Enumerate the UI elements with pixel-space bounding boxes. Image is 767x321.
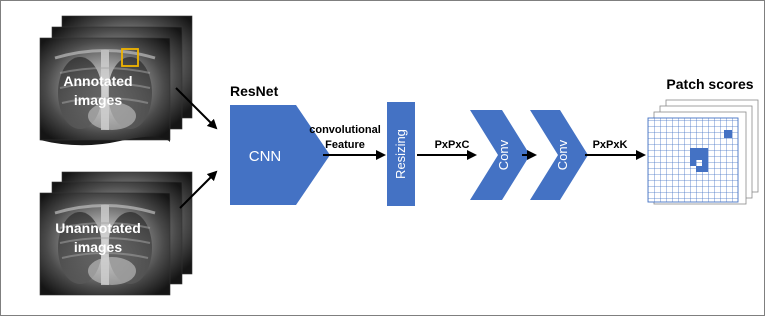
annotated-image-stack: Annotated images <box>38 14 194 146</box>
unannotated-label-line1: Unannotated <box>55 220 141 236</box>
highlight-patch <box>696 148 702 154</box>
unannotated-label-line2: images <box>74 239 122 255</box>
chest-xray-image <box>38 36 172 146</box>
highlight-patch <box>702 166 708 172</box>
chest-xray-image <box>38 191 172 297</box>
arrow-annotated-to-cnn <box>175 87 218 130</box>
resizing-block <box>387 102 415 206</box>
backbone-title: ResNet <box>230 83 279 99</box>
highlight-patch <box>696 154 702 160</box>
annotation-box <box>121 48 139 67</box>
conv-label-2: Conv <box>555 139 570 170</box>
shape-label-pxpxc: PxPxC <box>435 139 470 151</box>
grid-layer-front <box>647 117 739 203</box>
highlight-patch <box>690 160 696 166</box>
feature-label-line2: Feature <box>325 139 365 151</box>
resizing-label: Resizing <box>393 129 408 179</box>
patch-score-grid <box>647 99 759 205</box>
highlight-patch <box>702 154 708 160</box>
conv-label-1: Conv <box>496 139 511 170</box>
cnn-block <box>230 105 330 205</box>
unannotated-image-stack: Unannotated images <box>38 170 194 297</box>
highlight-patch <box>690 154 696 160</box>
feature-label-line1: convolutional <box>309 124 381 136</box>
highlight-patch <box>724 130 732 138</box>
arrow-unannotated-to-cnn <box>179 170 218 209</box>
highlight-patch <box>696 166 702 172</box>
annotated-label-line1: Annotated <box>63 73 132 89</box>
highlight-patch <box>690 148 696 154</box>
cnn-label: CNN <box>249 148 282 165</box>
conv-block-2 <box>530 110 588 200</box>
conv-block-1 <box>470 110 530 200</box>
output-title: Patch scores <box>666 76 753 92</box>
highlight-patch <box>702 160 708 166</box>
shape-label-pxpxk: PxPxK <box>593 139 628 151</box>
annotated-label-line2: images <box>74 92 122 108</box>
highlight-patch <box>702 148 708 154</box>
